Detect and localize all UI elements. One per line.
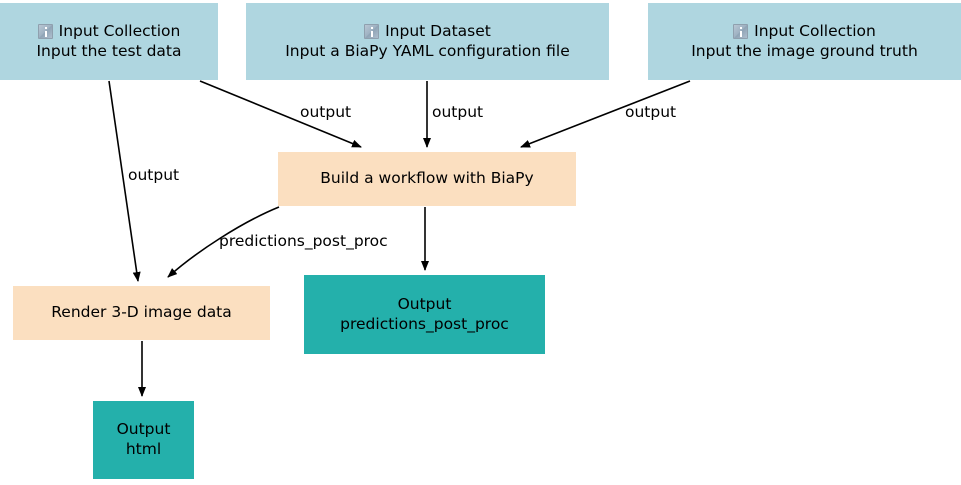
node-title: Input Collection: [58, 21, 181, 40]
node-subtitle: Input the test data: [36, 41, 182, 60]
node-title: Render 3-D image data: [51, 303, 232, 322]
node-title-row: Output: [398, 295, 452, 315]
node-title-row: Render 3-D image data: [51, 303, 232, 323]
node-title: Input Collection: [754, 21, 876, 40]
info-icon: [37, 24, 53, 40]
node-title-row: Input Collection: [37, 21, 181, 42]
node-render-3d-image-data[interactable]: Render 3-D image data: [13, 286, 270, 340]
edge-label-edge-ground-truth-to-build: output: [625, 103, 677, 121]
node-title: Build a workflow with BiaPy: [320, 169, 534, 188]
node-title-row: Output: [117, 420, 171, 440]
node-build-workflow-biapy[interactable]: Build a workflow with BiaPy: [278, 152, 576, 206]
edge-label-edge-dataset-to-build: output: [432, 103, 484, 121]
node-subtitle: predictions_post_proc: [340, 314, 509, 333]
edge-label-edge-test-data-to-render: output: [128, 166, 180, 184]
edge-label-edge-test-data-to-build: output: [300, 103, 352, 121]
node-subtitle: Input a BiaPy YAML configuration file: [285, 41, 570, 60]
info-icon: [364, 24, 380, 40]
node-title: Input Dataset: [385, 21, 491, 40]
node-title-row: Input Dataset: [364, 22, 491, 42]
node-subtitle: html: [125, 440, 162, 458]
node-title-row: Input Collection: [733, 22, 876, 42]
node-title: Output: [116, 420, 171, 439]
info-icon: [733, 24, 749, 40]
node-title: Output: [397, 294, 452, 313]
node-title-row: Build a workflow with BiaPy: [320, 169, 533, 189]
edge-label-edge-build-to-render: predictions_post_proc: [219, 232, 388, 250]
node-subtitle: Input the image ground truth: [691, 41, 918, 60]
